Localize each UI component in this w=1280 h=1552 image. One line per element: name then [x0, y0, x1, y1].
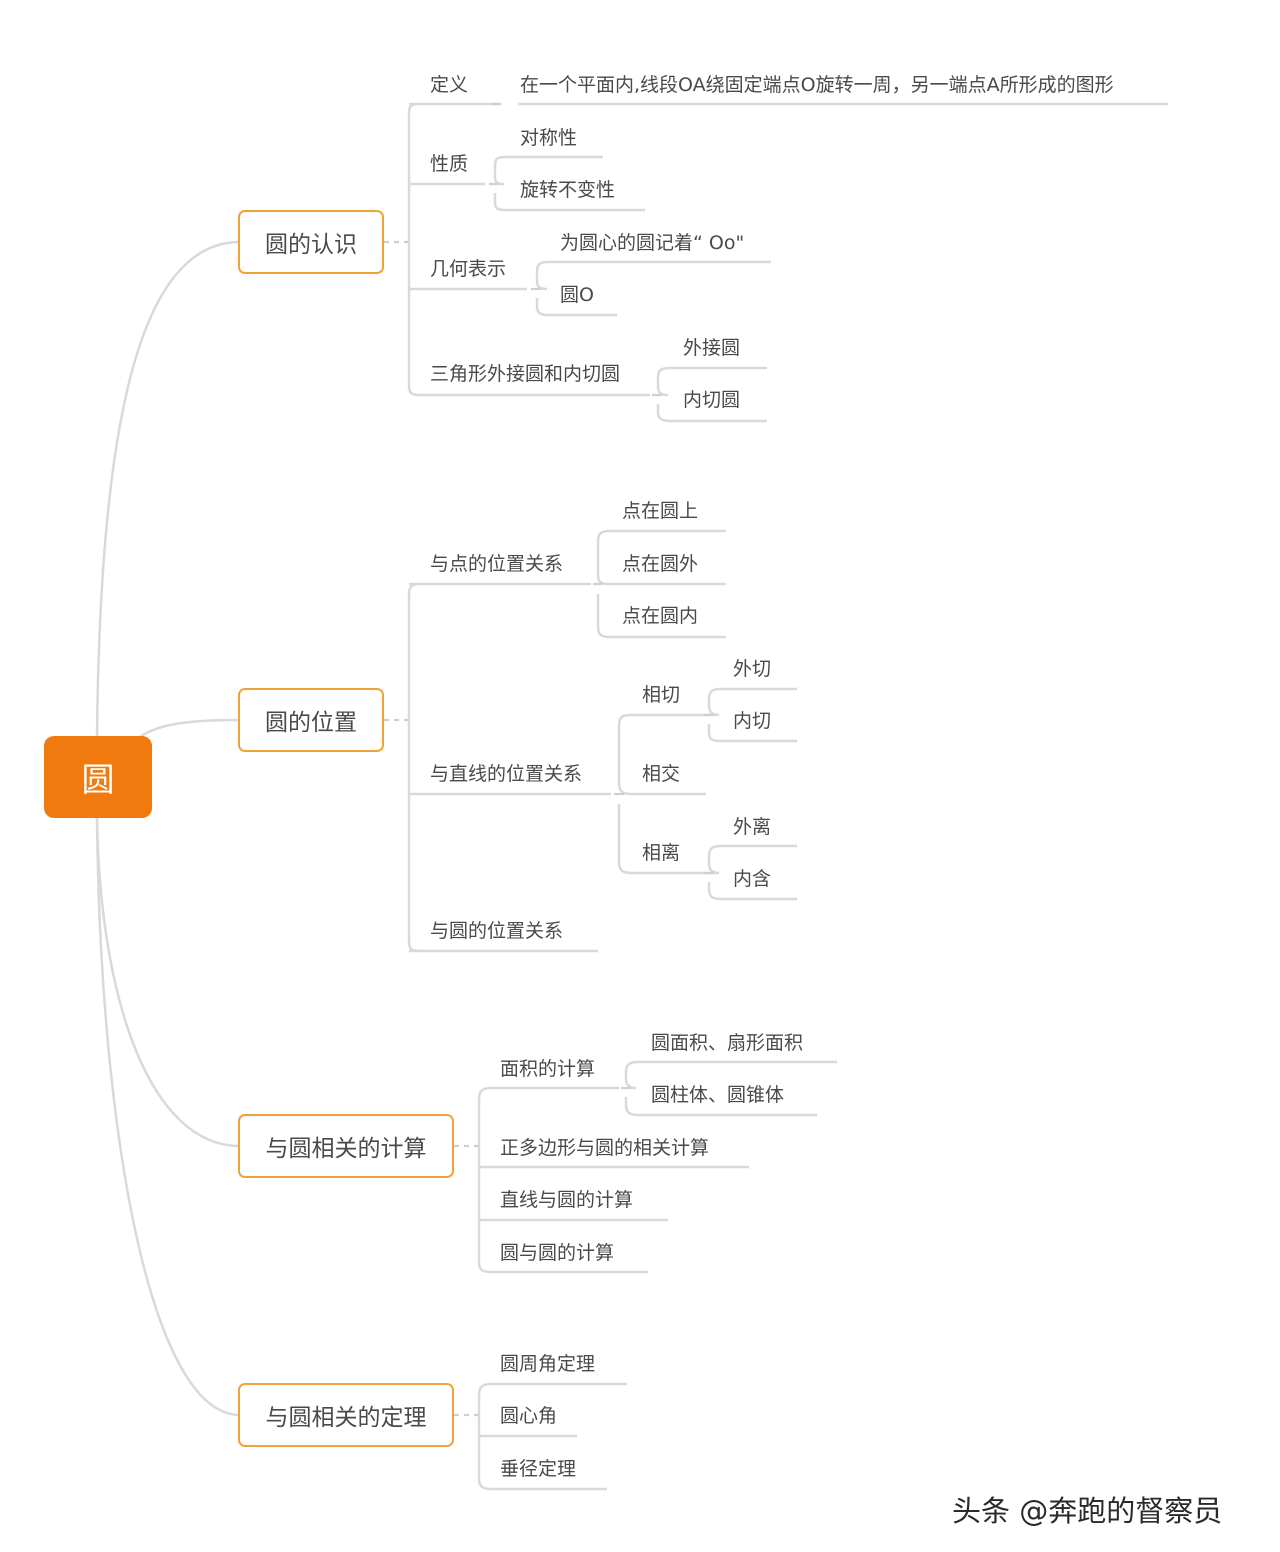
topic-intersecting[interactable]: 相交 [642, 763, 681, 785]
topic-internal-tangent[interactable]: 内切 [733, 710, 772, 732]
topic-perpendicular-diameter[interactable]: 垂径定理 [500, 1458, 577, 1480]
topic-external-tangent[interactable]: 外切 [733, 658, 772, 680]
topic-cylinder-cone[interactable]: 圆柱体、圆锥体 [651, 1084, 785, 1106]
topic-contained[interactable]: 内含 [733, 868, 772, 890]
topic-incircle[interactable]: 内切圆 [683, 389, 741, 411]
topic-notation-center[interactable]: 为圆心的圆记着“ Oo" [560, 232, 745, 254]
topic-point-inside[interactable]: 点在圆内 [622, 605, 699, 627]
topic-point-relation[interactable]: 与点的位置关系 [430, 553, 564, 575]
topic-line-circle-calc[interactable]: 直线与圆的计算 [500, 1189, 634, 1211]
topic-circle-o[interactable]: 圆O [560, 284, 594, 306]
topic-tangent[interactable]: 相切 [642, 684, 681, 706]
branch-circle-calculation[interactable]: 与圆相关的计算 [238, 1114, 454, 1178]
topic-triangle-circles[interactable]: 三角形外接圆和内切圆 [430, 363, 621, 385]
root-topic[interactable]: 圆 [44, 736, 152, 818]
watermark: 头条 @奔跑的督察员 [952, 1494, 1223, 1528]
branch-circle-theorems[interactable]: 与圆相关的定理 [238, 1383, 454, 1447]
topic-inscribed-angle[interactable]: 圆周角定理 [500, 1353, 596, 1375]
topic-rotation-invariance[interactable]: 旋转不变性 [520, 179, 616, 201]
topic-separate[interactable]: 相离 [642, 842, 681, 864]
branch-circle-recognition[interactable]: 圆的认识 [238, 210, 384, 274]
topic-circle-relation[interactable]: 与圆的位置关系 [430, 920, 564, 942]
topic-point-on-circle[interactable]: 点在圆上 [622, 500, 699, 522]
topic-line-relation[interactable]: 与直线的位置关系 [430, 763, 583, 785]
topic-central-angle[interactable]: 圆心角 [500, 1405, 558, 1427]
topic-circle-sector-area[interactable]: 圆面积、扇形面积 [651, 1032, 804, 1054]
topic-area-calc[interactable]: 面积的计算 [500, 1058, 596, 1080]
topic-geometric-notation[interactable]: 几何表示 [430, 258, 507, 280]
topic-point-outside[interactable]: 点在圆外 [622, 553, 699, 575]
topic-circle-circle-calc[interactable]: 圆与圆的计算 [500, 1242, 615, 1264]
topic-circumcircle[interactable]: 外接圆 [683, 337, 741, 359]
topic-definition[interactable]: 定义 [430, 74, 469, 96]
branch-circle-position[interactable]: 圆的位置 [238, 688, 384, 752]
topic-polygon-calc[interactable]: 正多边形与圆的相关计算 [500, 1137, 710, 1159]
topic-properties[interactable]: 性质 [430, 153, 469, 175]
topic-symmetry[interactable]: 对称性 [520, 127, 578, 149]
topic-definition-text[interactable]: 在一个平面内,线段OA绕固定端点O旋转一周，另一端点A所形成的图形 [520, 74, 1114, 96]
topic-external-separate[interactable]: 外离 [733, 816, 772, 838]
